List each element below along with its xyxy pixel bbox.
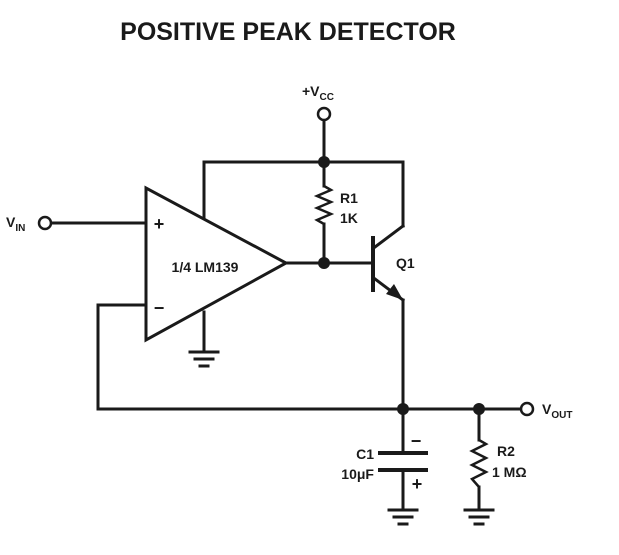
diagram-title: POSITIVE PEAK DETECTOR — [120, 18, 456, 46]
c1-value: 10μF — [341, 466, 374, 482]
wires — [50, 119, 522, 512]
ground-icon — [463, 508, 495, 526]
r2-resistor: R2 1 MΩ — [469, 438, 527, 488]
c1-capacitor: − + C1 10μF — [341, 431, 428, 494]
q1-transistor: Q1 — [371, 236, 415, 300]
c1-plus-sign: + — [412, 474, 423, 494]
junction-dot — [318, 156, 330, 168]
opamp-plus-sign: + — [154, 214, 165, 234]
ground-icon — [387, 508, 419, 526]
r1-name: R1 — [340, 190, 358, 206]
r1-value: 1K — [340, 210, 358, 226]
vin-label: VIN — [6, 214, 25, 234]
c1-minus-sign: − — [411, 431, 422, 451]
opamp-lm139: + − 1/4 LM139 — [144, 185, 290, 343]
c1-name: C1 — [356, 446, 374, 462]
junction-dot — [473, 403, 485, 415]
q1-name: Q1 — [396, 255, 415, 271]
vout-terminal: VOUT — [519, 401, 572, 421]
r2-name: R2 — [497, 443, 515, 459]
ground-icon — [188, 350, 220, 368]
opamp-label: 1/4 LM139 — [172, 259, 239, 275]
r2-value: 1 MΩ — [492, 464, 527, 480]
vout-label: VOUT — [542, 401, 572, 421]
opamp-minus-sign: − — [154, 298, 165, 318]
r1-resistor: R1 1K — [313, 184, 358, 226]
vcc-terminal: +VCC — [302, 83, 334, 122]
junction-dot — [397, 403, 409, 415]
vin-terminal: VIN — [6, 214, 53, 234]
junction-dot — [318, 257, 330, 269]
vcc-label: +VCC — [302, 83, 334, 103]
